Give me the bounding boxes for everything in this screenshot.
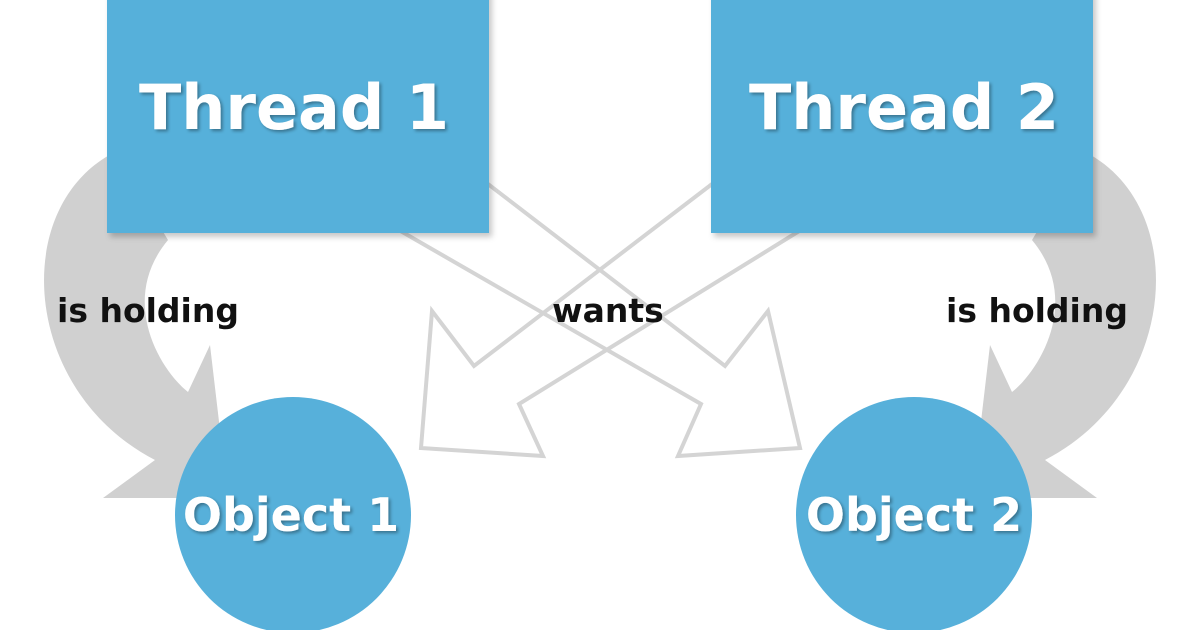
thread-2-box — [711, 0, 1093, 233]
wants-label: wants — [552, 291, 664, 330]
thread-1-label: Thread 1 — [139, 71, 449, 144]
object-1-label: Object 1 — [183, 488, 399, 542]
thread-1-holding-label: is holding — [57, 291, 239, 330]
object-2-label: Object 2 — [806, 488, 1022, 542]
thread-2-label: Thread 2 — [749, 71, 1059, 144]
holding-arrow-right — [972, 152, 1156, 498]
wants-arrow-thread2-to-object1 — [418, 181, 800, 459]
thread-1-box — [107, 0, 489, 233]
object-1-circle — [175, 397, 411, 630]
wants-arrow-thread1-to-object2 — [400, 181, 803, 459]
holding-arrow-left — [44, 152, 228, 498]
object-2-circle — [796, 397, 1032, 630]
thread-2-holding-label: is holding — [946, 291, 1128, 330]
